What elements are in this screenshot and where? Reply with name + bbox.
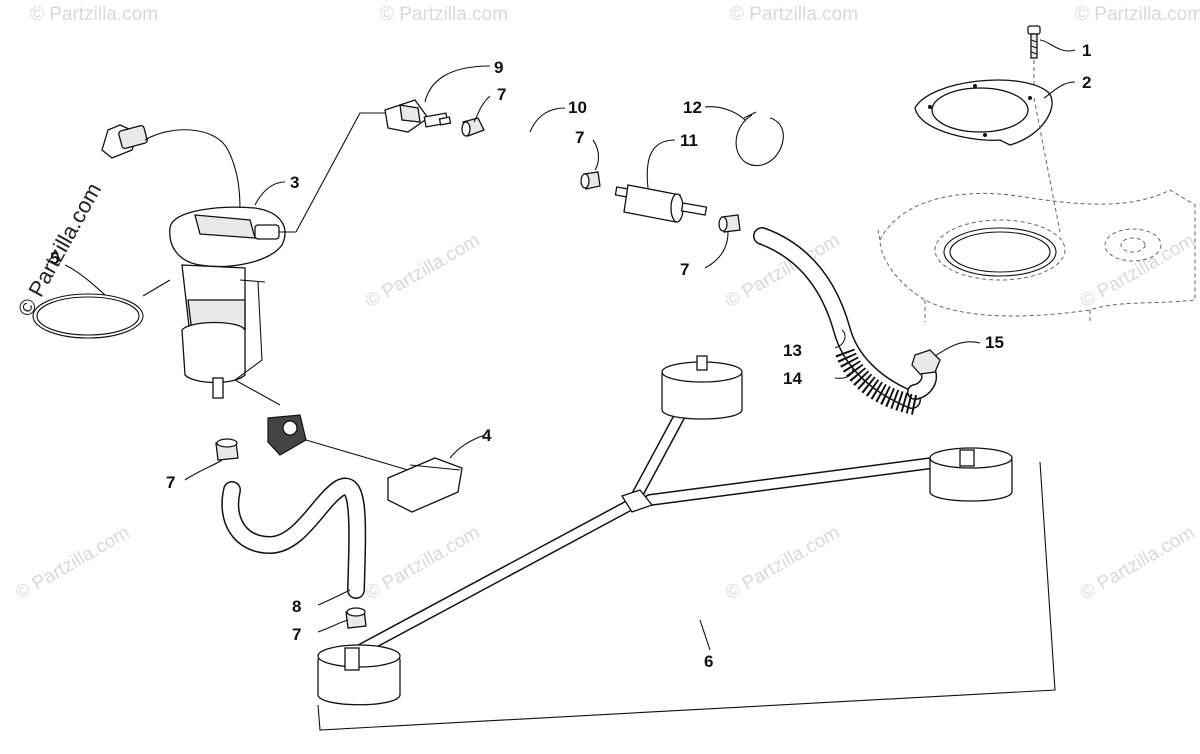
watermark: © Partzilla.com — [1075, 4, 1200, 25]
part-8-hose — [221, 477, 367, 599]
leader-lines — [64, 39, 1076, 651]
part-7-clamp — [580, 171, 601, 190]
part-11-filter — [614, 184, 708, 223]
watermark: © Partzilla.com — [722, 522, 843, 604]
part-10-hose — [488, 127, 579, 182]
callout-5: 5 — [50, 249, 59, 268]
part-5-o-ring — [32, 293, 144, 339]
part-13-hose — [753, 227, 938, 409]
callout-4: 4 — [482, 426, 492, 445]
fuel-tank-outline — [877, 189, 1196, 322]
callout-7: 7 — [680, 260, 689, 279]
callout-6: 6 — [704, 652, 713, 671]
watermark: © Partzilla.com — [30, 4, 158, 25]
callout-12: 12 — [683, 98, 702, 117]
part-15-cap — [911, 349, 941, 375]
part-12-clip — [735, 111, 784, 167]
callout-9: 9 — [494, 58, 503, 77]
callout-7: 7 — [575, 128, 584, 147]
callout-13: 13 — [783, 341, 802, 360]
part-9-quick-connect — [384, 99, 452, 133]
part-7-clamp — [718, 214, 741, 233]
part-7-clamp — [461, 117, 485, 137]
callout-7: 7 — [497, 85, 506, 104]
callout-3: 3 — [290, 173, 299, 192]
part-3-fuel-pump — [101, 124, 296, 406]
part-7-clamp — [345, 607, 367, 629]
watermark: © Partzilla.com — [12, 522, 133, 604]
watermark: © Partzilla.com — [1077, 230, 1198, 312]
callout-1: 1 — [1082, 41, 1091, 60]
callout-2: 2 — [1082, 73, 1091, 92]
callout-labels: 1 2 3 4 5 6 7 7 7 7 7 8 9 10 11 12 13 14… — [50, 41, 1091, 671]
callout-11: 11 — [680, 131, 698, 150]
watermark: © Partzilla.com — [362, 230, 483, 312]
part-14-sleeve — [835, 348, 918, 415]
callout-7: 7 — [166, 473, 175, 492]
callout-10: 10 — [568, 98, 587, 117]
part-7-clamp — [215, 438, 239, 461]
watermark: © Partzilla.com — [380, 4, 508, 25]
part-4-sender — [267, 414, 463, 513]
callout-7: 7 — [292, 625, 301, 644]
watermark: © Partzilla.com — [730, 4, 858, 25]
part-2-retainer-ring — [914, 79, 1061, 233]
watermark: © Partzilla.com — [1077, 522, 1198, 604]
callout-8: 8 — [292, 597, 301, 616]
callout-14: 14 — [783, 369, 802, 388]
callout-15: 15 — [985, 333, 1004, 352]
part-6-pickup-manifold — [317, 355, 1056, 731]
